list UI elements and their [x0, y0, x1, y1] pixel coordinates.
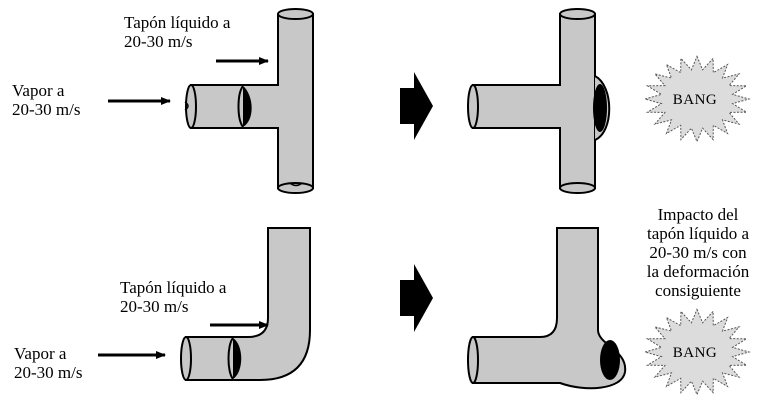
liquid-plug-top [237, 85, 252, 128]
liquid-impact-bulge-bottom [600, 340, 620, 380]
tee-pipe-after [467, 8, 611, 194]
steam-label-bottom: Vapor a 20-30 m/s [14, 344, 83, 382]
liquid-impact-bulge-top [593, 84, 607, 132]
liquid-plug-bottom [227, 337, 242, 380]
impact-caption: Impacto del tapón líquido a 20-30 m/s co… [646, 205, 750, 300]
steam-label-top: Vapor a 20-30 m/s [12, 81, 81, 119]
transition-arrow-bottom [400, 264, 433, 332]
bang-text-top: BANG [673, 92, 718, 108]
liquid-plug-label-top: Tapón líquido a 20-30 m/s [124, 13, 231, 51]
bang-burst-bottom: BANG [643, 308, 751, 396]
tee-pipe-before [184, 8, 314, 194]
bang-text-bottom: BANG [673, 345, 718, 361]
transition-arrow-top [400, 72, 433, 140]
bang-burst-top: BANG [643, 55, 751, 143]
liquid-plug-label-bottom: Tapón líquido a 20-30 m/s [120, 278, 227, 316]
